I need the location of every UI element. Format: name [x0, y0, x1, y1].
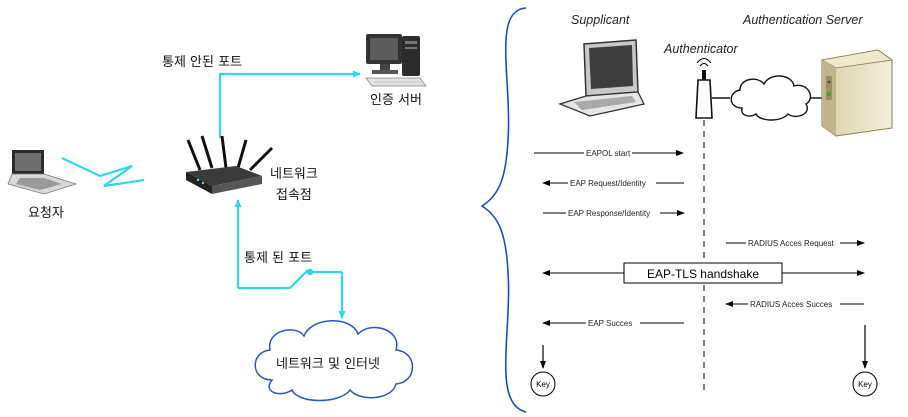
access-point-label-line1: 네트워크	[270, 167, 318, 182]
key-label: Key	[858, 380, 872, 389]
auth-server-title: Authentication Server	[742, 13, 863, 27]
message-label: EAP Succes	[588, 319, 632, 328]
laptop-icon	[7, 150, 78, 195]
access-point-icon	[695, 58, 713, 119]
server-icon	[820, 49, 894, 137]
auth-server-label: 인증 서버	[370, 93, 422, 108]
authenticator-title: Authenticator	[663, 42, 738, 56]
message-eap-response-identity: EAP Response/Identity	[543, 208, 685, 218]
cloud-icon	[254, 320, 414, 402]
cloud-icon	[730, 75, 812, 121]
message-eap-success: EAP Succes	[542, 318, 684, 328]
message-label: EAP Response/Identity	[568, 209, 650, 218]
handshake-label: EAP-TLS handshake	[647, 267, 759, 281]
message-eapol-start: EAPOL start	[534, 148, 684, 158]
message-label: RADIUS Acces Request	[748, 239, 835, 248]
message-eap-request-identity: EAP Request/Identity	[542, 178, 684, 188]
message-label: RADIUS Acces Succes	[750, 300, 832, 309]
message-label: EAPOL start	[586, 149, 631, 158]
network-label: 네트워크 및 인터넷	[276, 357, 380, 372]
message-label: EAP Request/Identity	[570, 179, 646, 188]
server-key: Key	[852, 325, 878, 397]
uncontrolled-port-connection	[218, 70, 361, 138]
curly-brace	[480, 7, 527, 413]
supplicant-label: 요청자	[28, 206, 64, 221]
router-icon	[186, 135, 274, 194]
desktop-computer-icon	[365, 34, 427, 87]
supplicant-key: Key	[530, 345, 556, 397]
controlled-port-label: 통제 된 포트	[244, 251, 312, 266]
supplicant-title: Supplicant	[571, 13, 630, 27]
message-radius-access-request: RADIUS Acces Request	[726, 238, 865, 248]
access-point-label-line2: 접속점	[276, 188, 312, 203]
key-label: Key	[536, 380, 550, 389]
controlled-port-connection	[234, 199, 346, 319]
message-radius-access-success: RADIUS Acces Succes	[725, 299, 864, 309]
laptop-icon	[558, 39, 645, 117]
message-eap-tls-handshake: EAP-TLS handshake	[542, 262, 865, 284]
switch-lever	[289, 269, 309, 289]
uncontrolled-port-label: 통제 안된 포트	[162, 55, 242, 70]
wireless-link	[61, 157, 145, 188]
